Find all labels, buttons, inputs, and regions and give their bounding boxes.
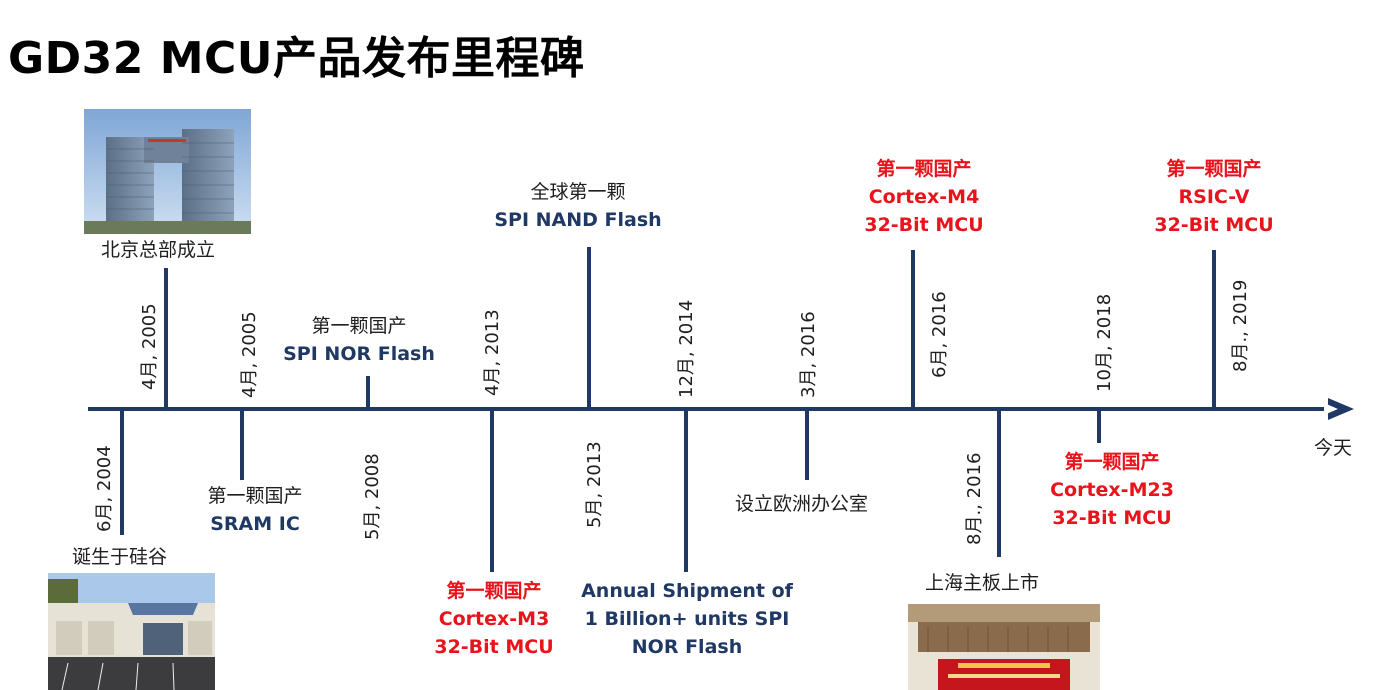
milestone-sram: 第一颗国产 SRAM IC	[207, 485, 303, 535]
milestone-annual-shipment: Annual Shipment of 1 Billion+ units SPI …	[581, 580, 793, 658]
tick-m23	[1097, 407, 1101, 443]
date-label: 4月, 2013	[482, 309, 503, 396]
date-label: 8月., 2016	[964, 452, 985, 545]
timeline-axis	[88, 407, 1333, 411]
milestone-silicon-valley: 诞生于硅谷	[72, 546, 168, 568]
tick-shipment	[684, 407, 688, 572]
date-label: 4月, 2005	[239, 311, 260, 398]
today-label: 今天	[1314, 437, 1353, 459]
tick-riscv	[1212, 250, 1216, 411]
tick-spi-nor	[366, 376, 370, 411]
milestone-cortex-m4: 第一颗国产 Cortex-M4 32-Bit MCU	[864, 158, 984, 236]
milestone-beijing-hq: 北京总部成立	[101, 239, 216, 261]
tick-beijing	[164, 268, 168, 411]
milestone-risc-v: 第一颗国产 RSIC-V 32-Bit MCU	[1154, 158, 1274, 236]
date-label: 4月, 2005	[139, 303, 160, 390]
date-label: 12月, 2014	[676, 299, 697, 398]
date-label: 5月, 2008	[362, 453, 383, 540]
milestone-europe-office: 设立欧洲办公室	[735, 493, 869, 515]
listing-ceremony-photo	[908, 604, 1100, 690]
tick-m4	[911, 250, 915, 411]
tick-europe	[805, 407, 809, 480]
milestone-spi-nor: 第一颗国产 SPI NOR Flash	[283, 315, 435, 365]
tick-silicon	[120, 407, 124, 535]
page-title: GD32 MCU产品发布里程碑	[8, 33, 585, 84]
tick-nand	[587, 247, 591, 411]
tick-listing	[997, 407, 1001, 557]
silicon-valley-photo	[48, 573, 215, 690]
tick-sram	[240, 407, 244, 480]
beijing-hq-photo	[84, 109, 251, 234]
date-label: 3月, 2016	[798, 311, 819, 398]
tick-m3	[490, 407, 494, 572]
milestone-cortex-m23: 第一颗国产 Cortex-M23 32-Bit MCU	[1050, 451, 1174, 529]
date-label: 6月, 2016	[929, 291, 950, 378]
date-label: 6月, 2004	[94, 445, 115, 532]
milestone-spi-nand: 全球第一颗 SPI NAND Flash	[494, 181, 662, 231]
date-label: 10月, 2018	[1094, 293, 1115, 392]
date-label: 8月., 2019	[1230, 279, 1251, 372]
milestone-cortex-m3: 第一颗国产 Cortex-M3 32-Bit MCU	[434, 580, 554, 658]
milestone-shanghai-listing: 上海主板上市	[925, 572, 1040, 594]
date-label: 5月, 2013	[584, 441, 605, 528]
